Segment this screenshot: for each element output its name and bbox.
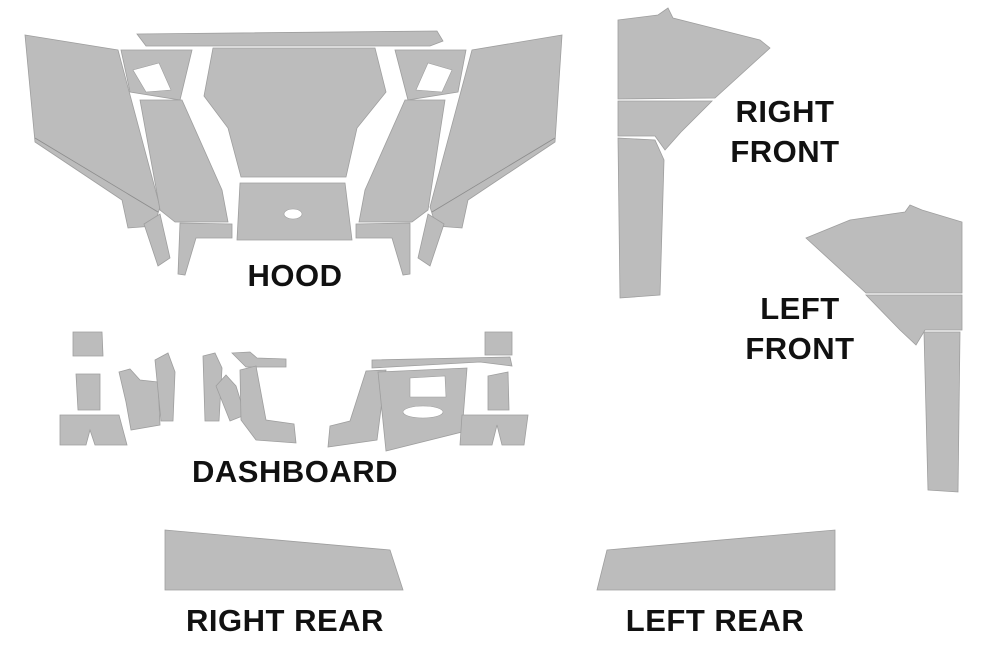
hood-right-mid-panel bbox=[358, 99, 446, 223]
right-front-label-line1: RIGHT bbox=[735, 94, 835, 129]
dashboard-piece bbox=[484, 331, 513, 356]
dashboard-piece bbox=[459, 414, 529, 446]
rear-panels bbox=[164, 529, 836, 591]
hood-left-wing bbox=[24, 34, 161, 229]
dashboard-piece bbox=[487, 371, 510, 411]
dashboard-piece bbox=[154, 352, 176, 422]
hood-center-hole bbox=[283, 208, 303, 220]
dashboard-label: DASHBOARD bbox=[192, 454, 398, 489]
left-front-lower bbox=[923, 331, 961, 493]
hood-right-leg bbox=[355, 222, 411, 276]
dashboard-piece bbox=[118, 368, 161, 431]
hood-pieces bbox=[24, 30, 563, 276]
dashboard-piece bbox=[239, 365, 297, 444]
hood-left-window-cutout bbox=[132, 62, 172, 93]
left-rear-panel bbox=[596, 529, 836, 591]
right-rear-label: RIGHT REAR bbox=[186, 603, 384, 638]
hood-left-lower-leg bbox=[143, 213, 171, 267]
hood-right-wing bbox=[429, 34, 563, 229]
hood-right-window-cutout bbox=[415, 62, 453, 93]
left-front-label-line1: LEFT bbox=[760, 291, 840, 326]
left-rear-label: LEFT REAR bbox=[625, 603, 805, 638]
dashboard-piece bbox=[327, 369, 387, 448]
dashboard-piece bbox=[231, 351, 287, 368]
right-rear-panel bbox=[164, 529, 404, 591]
dashboard-piece bbox=[371, 356, 513, 369]
hood-label: HOOD bbox=[247, 258, 343, 293]
front-panels bbox=[617, 7, 963, 493]
dashboard-cutout bbox=[409, 375, 447, 398]
dashboard-piece bbox=[59, 414, 128, 446]
dashboard-piece bbox=[75, 373, 101, 411]
right-front-label-line2: FRONT bbox=[730, 134, 840, 169]
hood-left-mid-panel bbox=[139, 99, 229, 223]
right-front-top bbox=[617, 7, 771, 100]
left-front-label-line2: FRONT bbox=[745, 331, 855, 366]
left-front-middle bbox=[865, 294, 963, 346]
dashboard-cutout bbox=[402, 405, 444, 419]
right-front-lower bbox=[617, 137, 665, 299]
hood-right-lower-leg bbox=[417, 213, 445, 267]
hood-center-top bbox=[203, 47, 387, 178]
dashboard-piece bbox=[72, 331, 104, 357]
right-front-middle bbox=[617, 100, 713, 151]
hood-top-strip bbox=[136, 30, 444, 47]
hood-left-leg bbox=[177, 222, 233, 276]
left-front-top bbox=[805, 204, 963, 294]
dashboard-pieces bbox=[59, 331, 529, 452]
crease-line bbox=[431, 137, 556, 213]
crease-line bbox=[34, 137, 159, 213]
